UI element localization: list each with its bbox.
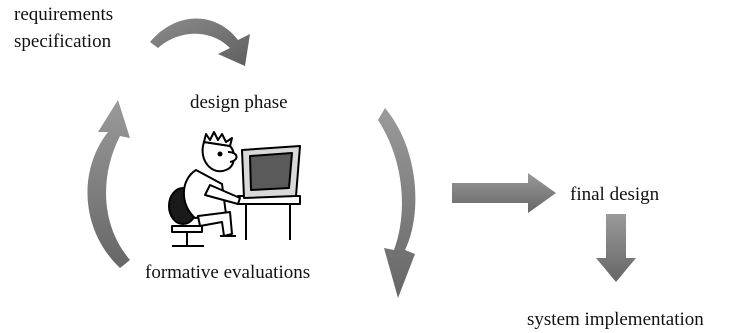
to-system-implementation-arrow <box>596 214 636 282</box>
final-design-label: final design <box>570 184 660 205</box>
left-cycle-arrow <box>87 100 130 268</box>
requirements-to-design-arrow <box>150 18 250 66</box>
person-at-computer-icon <box>168 131 301 247</box>
specification-label: specification <box>14 31 112 52</box>
requirements-label: requirements <box>14 4 114 25</box>
design-phase-label: design phase <box>190 92 288 113</box>
right-cycle-arrow <box>378 108 416 298</box>
formative-evaluations-label: formative evaluations <box>145 262 311 283</box>
to-final-design-arrow <box>452 173 556 213</box>
system-implementation-label: system implementation <box>527 309 704 330</box>
